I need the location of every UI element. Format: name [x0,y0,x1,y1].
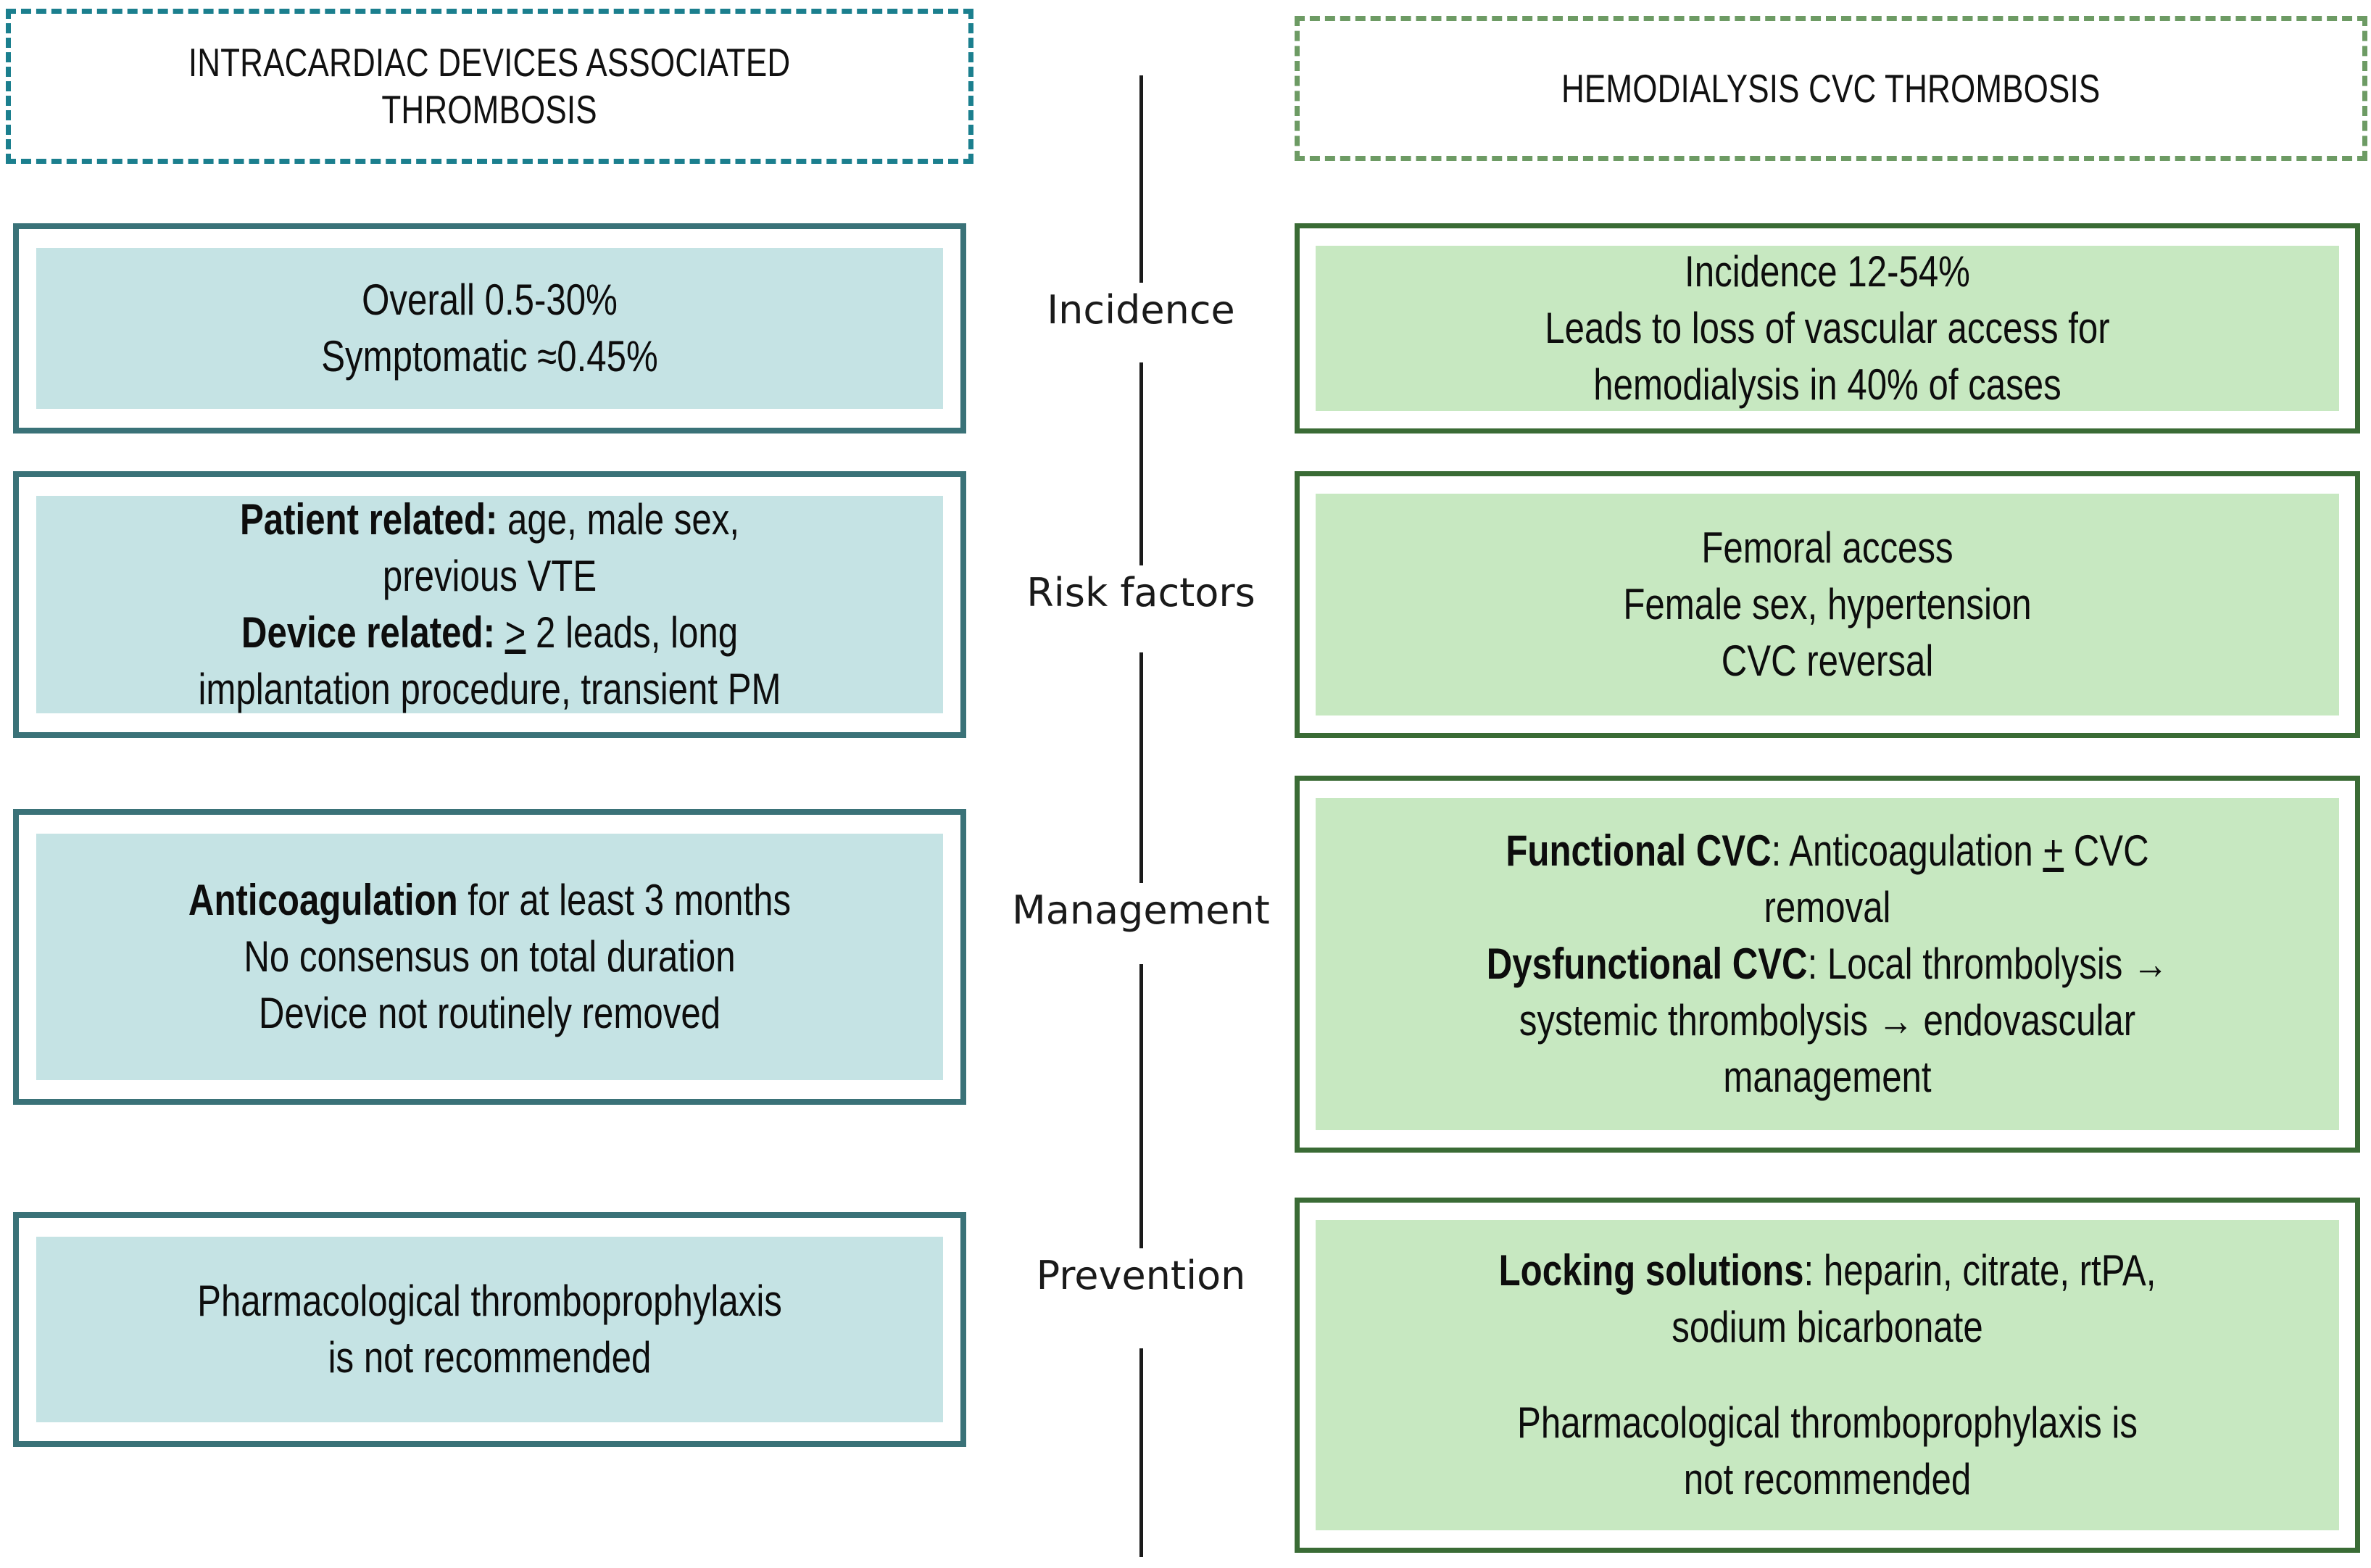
card-left-risk-factors: Patient related: age, male sex, previous… [13,471,966,738]
spine-segment-management-prevention [1139,964,1143,1276]
card-right-management-fill: Functional CVC: Anticoagulation + CVC re… [1316,798,2339,1130]
card-left-risk-factors-fill: Patient related: age, male sex, previous… [36,495,943,713]
card-right-incidence-text: Incidence 12-54% Leads to loss of vascul… [1545,247,2110,409]
card-right-risk-factors: Femoral access Female sex, hypertension … [1295,471,2360,738]
card-right-management: Functional CVC: Anticoagulation + CVC re… [1295,776,2360,1153]
card-right-prevention-text: Locking solutions: heparin, citrate, rtP… [1408,1243,2247,1508]
header-title-left: INTRACARDIAC DEVICES ASSOCIATED THROMBOS… [188,40,791,132]
card-left-management-fill: Anticoagulation for at least 3 months No… [36,834,943,1080]
card-right-incidence-fill: Incidence 12-54% Leads to loss of vascul… [1316,246,2339,411]
header-banner-hemodialysis-cvc: HEMODIALYSIS CVC THROMBOSIS [1295,16,2367,161]
lead-anticoagulation: Anticoagulation [188,876,458,924]
card-left-risk-factors-text: Patient related: age, male sex, previous… [198,495,781,713]
spine-segment-bottom [1139,1348,1143,1557]
card-right-management-text: Functional CVC: Anticoagulation + CVC re… [1486,826,2169,1101]
card-left-prevention-text: Pharmacological thromboprophylaxis is no… [197,1277,782,1382]
card-left-incidence: Overall 0.5-30% Symptomatic ≈0.45% [13,223,966,434]
card-right-prevention-fill: Locking solutions: heparin, citrate, rtP… [1316,1220,2339,1530]
spine-segment-top [1139,75,1143,300]
card-left-incidence-text: Overall 0.5-30% Symptomatic ≈0.45% [321,275,658,381]
card-right-incidence: Incidence 12-54% Leads to loss of vascul… [1295,223,2360,434]
lead-patient-related: Patient related: [239,495,498,544]
card-right-risk-factors-text: Femoral access Female sex, hypertension … [1623,523,2032,685]
card-left-prevention: Pharmacological thromboprophylaxis is no… [13,1212,966,1447]
card-right-risk-factors-fill: Femoral access Female sex, hypertension … [1316,494,2339,715]
stage-label-management: Management [1002,883,1280,937]
header-title-right: HEMODIALYSIS CVC THROMBOSIS [1561,65,2101,111]
lead-dysfunctional-cvc: Dysfunctional CVC [1486,939,1808,988]
header-banner-intracardiac-devices: INTRACARDIAC DEVICES ASSOCIATED THROMBOS… [6,9,973,164]
card-right-prevention: Locking solutions: heparin, citrate, rtP… [1295,1198,2360,1553]
paragraph-spacer [1408,1356,2247,1395]
lead-device-related: Device related: [241,608,495,657]
stage-label-risk-factors: Risk factors [1016,565,1266,620]
stage-label-prevention: Prevention [1026,1248,1256,1303]
card-left-management-text: Anticoagulation for at least 3 months No… [188,876,792,1037]
card-left-management: Anticoagulation for at least 3 months No… [13,809,966,1105]
spine-segment-risk-management [1139,652,1143,908]
lead-functional-cvc: Functional CVC [1506,826,1772,875]
stage-label-incidence: Incidence [1037,283,1245,337]
spine-segment-incidence-risk [1139,362,1143,589]
card-left-incidence-fill: Overall 0.5-30% Symptomatic ≈0.45% [36,248,943,409]
lead-locking-solutions: Locking solutions [1498,1246,1804,1295]
card-left-prevention-fill: Pharmacological thromboprophylaxis is no… [36,1237,943,1422]
